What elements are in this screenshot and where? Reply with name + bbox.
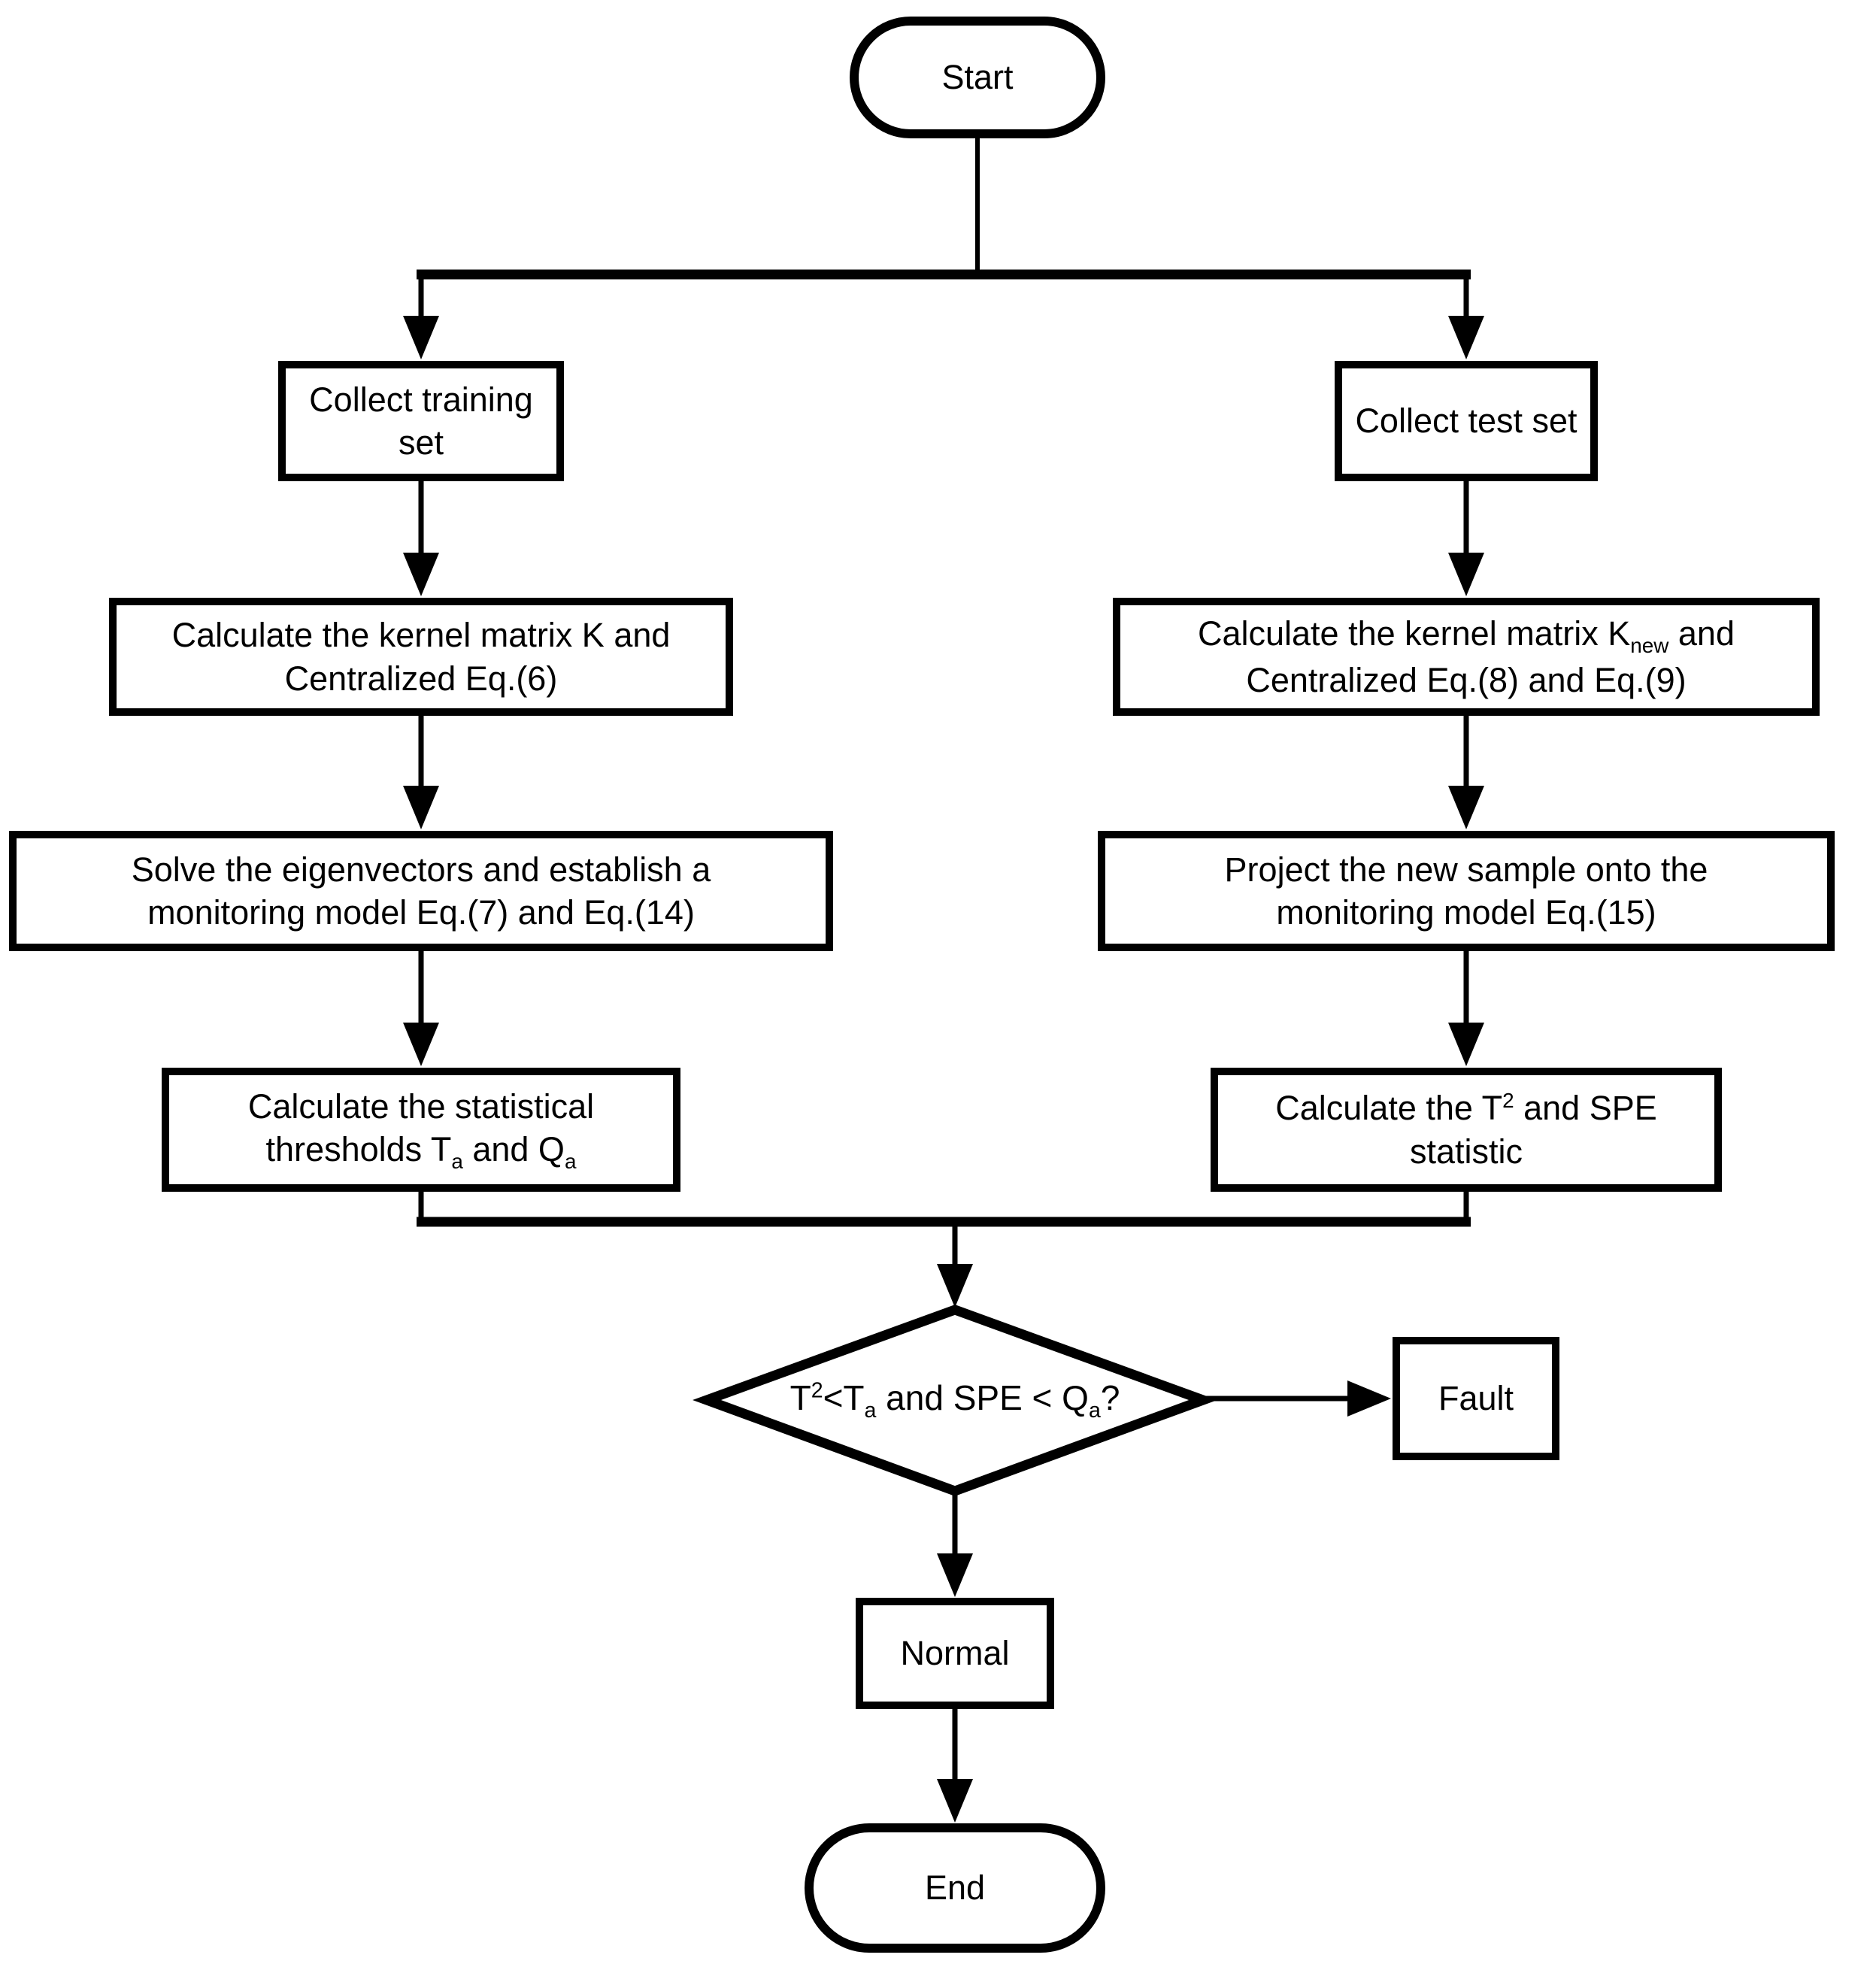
arrowhead-kernel-train xyxy=(403,553,439,596)
arrowhead-thresholds xyxy=(403,1023,439,1066)
arrowhead-normal xyxy=(937,1553,973,1597)
fault-box: Fault xyxy=(1393,1337,1559,1460)
decision-condition-label: T2<Ta and SPE < Qa? xyxy=(789,1378,1120,1423)
end-terminator: End xyxy=(805,1823,1105,1953)
arrowhead-collect-training xyxy=(403,316,439,359)
arrowhead-end xyxy=(937,1779,973,1823)
arrowhead-collect-test xyxy=(1448,316,1484,359)
arrowhead-decision xyxy=(937,1264,973,1308)
arrowhead-fault xyxy=(1347,1380,1391,1417)
collect-test-set-box: Collect test set xyxy=(1335,361,1598,481)
arrowhead-eigen xyxy=(403,786,439,829)
start-terminator: Start xyxy=(850,17,1105,138)
arrowhead-project xyxy=(1448,786,1484,829)
arrowhead-statistics xyxy=(1448,1023,1484,1066)
arrowhead-kernel-test xyxy=(1448,553,1484,596)
normal-box: Normal xyxy=(856,1598,1054,1709)
